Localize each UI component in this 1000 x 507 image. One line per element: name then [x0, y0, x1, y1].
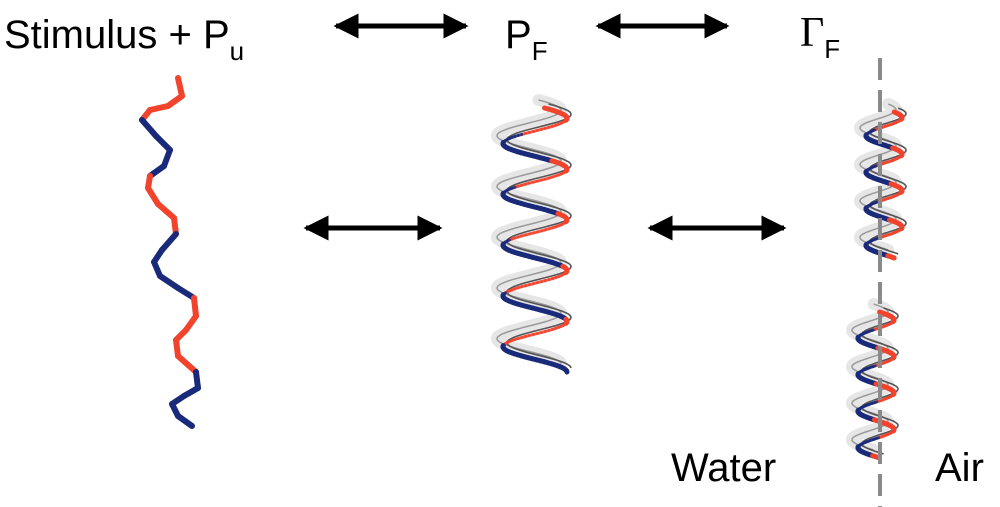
coil-segment: [175, 75, 185, 99]
folded-peptide-label: PF: [505, 13, 548, 66]
coil-segment: [155, 201, 177, 221]
interface-label: ΓF: [800, 10, 840, 64]
coil-segment: [153, 133, 173, 153]
coil-segment: [145, 185, 161, 207]
coil-segment: [139, 117, 159, 139]
interface-helix-upper: [854, 98, 907, 261]
coil-segment: [159, 231, 179, 253]
coil-segment: [175, 285, 197, 301]
coil-segment: [147, 103, 171, 113]
unfolded-peptide: [139, 75, 201, 429]
interface-helix-lower: [846, 298, 899, 461]
coil-segment: [175, 413, 195, 429]
stimulus-label: Stimulus + Pu: [4, 13, 244, 66]
air-label: Air: [935, 446, 984, 490]
coil-segment: [191, 295, 199, 319]
coil-segment: [157, 273, 181, 291]
folded-helix: [490, 94, 572, 375]
water-label: Water: [671, 446, 776, 490]
coil-segment: [175, 353, 199, 375]
helix-backbone: [506, 103, 572, 369]
